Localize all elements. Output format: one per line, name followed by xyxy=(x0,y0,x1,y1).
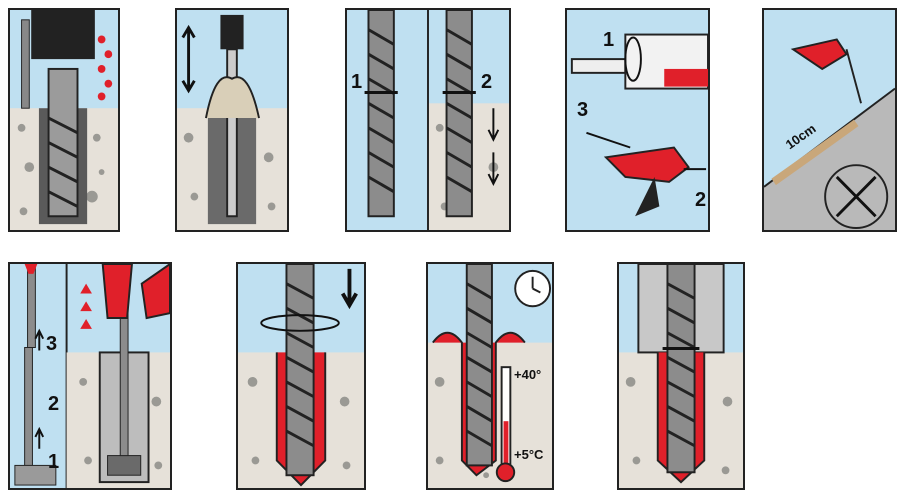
discard-illustration xyxy=(764,10,895,230)
marking-label-1: 1 xyxy=(351,71,363,93)
step-5-discard-panel: 10cm xyxy=(762,8,897,232)
cartridge-label-3: 3 xyxy=(577,99,589,121)
drill-hole-illustration xyxy=(10,10,118,230)
inject-illustration xyxy=(14,264,170,488)
temp-low-label: +5°C xyxy=(514,447,544,462)
step-1-drill-hole-panel xyxy=(8,8,120,232)
down-arrow-icon xyxy=(487,108,500,187)
inject-label-1: 1 xyxy=(48,451,60,473)
blow-out-illustration xyxy=(177,14,287,230)
step-7-insert-rod-panel xyxy=(236,262,366,490)
up-down-arrow-icon xyxy=(181,24,196,94)
rotation-arrow-icon xyxy=(260,314,340,332)
step-3-marking-panel: 1 2 xyxy=(345,8,511,232)
insert-rod-illustration xyxy=(238,264,364,488)
step-8-curing-panel: +40° +5°C xyxy=(426,262,554,490)
inject-label-2: 2 xyxy=(48,393,60,415)
cartridge-gun-illustration xyxy=(570,33,708,217)
cartridge-label-1: 1 xyxy=(603,29,615,51)
finished-anchor-illustration xyxy=(619,264,743,488)
dispenser-gun-icon xyxy=(603,146,690,183)
step-2-blow-out-panel xyxy=(175,8,289,232)
step-4-cartridge-panel: 1 3 2 xyxy=(565,8,710,232)
step-6-inject-panel: 3 2 1 xyxy=(8,262,172,490)
down-arrow-icon xyxy=(341,268,358,310)
blow-pump-icon xyxy=(220,14,244,50)
step-9-finished-panel xyxy=(617,262,745,490)
inject-label-3: 3 xyxy=(46,333,58,355)
marking-illustration xyxy=(364,10,509,230)
marking-label-2: 2 xyxy=(481,71,493,93)
curing-illustration xyxy=(428,264,552,488)
temp-high-label: +40° xyxy=(514,367,542,382)
cartridge-label-2: 2 xyxy=(695,189,707,211)
drill-icon xyxy=(31,10,95,60)
